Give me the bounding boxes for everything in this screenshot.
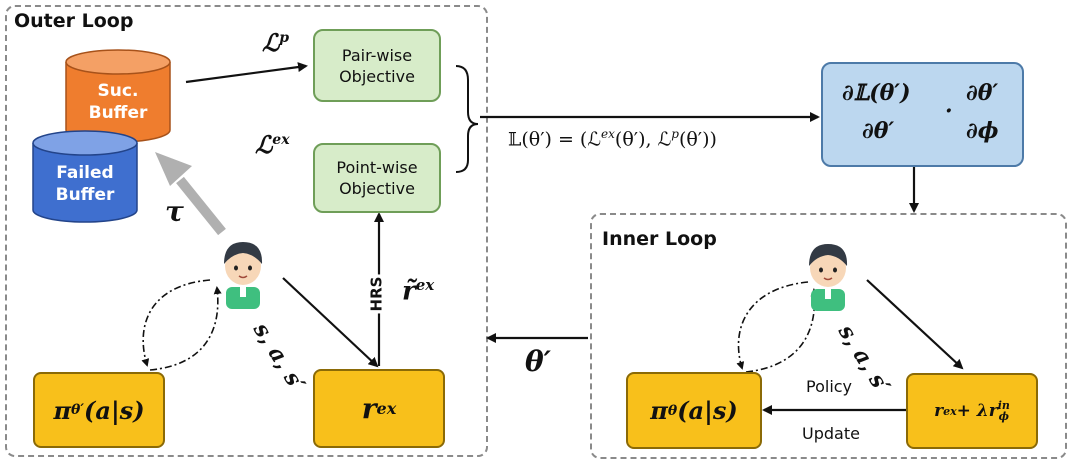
outer-agent-avatar — [224, 242, 263, 309]
inner-loop-box — [590, 213, 1067, 459]
gradient-denominator-2: ∂ϕ — [966, 118, 999, 144]
pointwise-objective-node: Point-wise Objective — [313, 143, 441, 213]
inner-agent-avatar — [809, 244, 848, 311]
outer-transition-arrow — [282, 277, 379, 368]
loss-pointwise-symbol: ℒex — [255, 130, 290, 159]
suc-buffer-label: Suc. Buffer — [88, 81, 148, 123]
outer-loop-curve-left — [141, 279, 211, 367]
buffer-to-pairwise-arrow — [185, 62, 308, 84]
pairwise-objective-node: Pair-wise Objective — [313, 29, 441, 102]
tau-arrow — [155, 152, 226, 236]
gradient-denominator-1: ∂θ′ — [862, 118, 895, 144]
outer-loop-title: Outer Loop — [14, 10, 134, 32]
theta-prime-label: θ′ — [525, 345, 552, 378]
inner-transition-arrow — [866, 279, 964, 370]
gradient-numerator-1: ∂𝕃(θ′) — [842, 80, 911, 106]
gradient-numerator-2: ∂θ′ — [966, 80, 999, 106]
gradient-dot: · — [945, 98, 953, 124]
curly-brace — [455, 65, 479, 173]
inner-loop-curve-left — [736, 281, 809, 370]
shaped-reward-label: r̃ex — [402, 276, 435, 307]
hrs-label: HRS — [367, 274, 386, 314]
suc-buffer-cylinder — [65, 49, 171, 143]
policy-update-label-top: Policy — [806, 377, 853, 396]
policy-update-label-bottom: Update — [802, 424, 860, 443]
outer-loop-box — [5, 5, 488, 457]
failed-buffer-label: Failed Buffer — [55, 163, 115, 205]
inner-loop-title: Inner Loop — [602, 228, 717, 250]
failed-buffer-cylinder — [32, 130, 138, 223]
loss-pairwise-symbol: ℒp — [262, 28, 290, 57]
outer-loop-curve-right — [149, 286, 222, 371]
tau-label: τ — [165, 195, 184, 228]
meta-gradient-node — [821, 62, 1024, 167]
aggregate-loss-formula: 𝕃(θ′) = (ℒex(θ′), ℒp(θ′)) — [508, 127, 717, 151]
